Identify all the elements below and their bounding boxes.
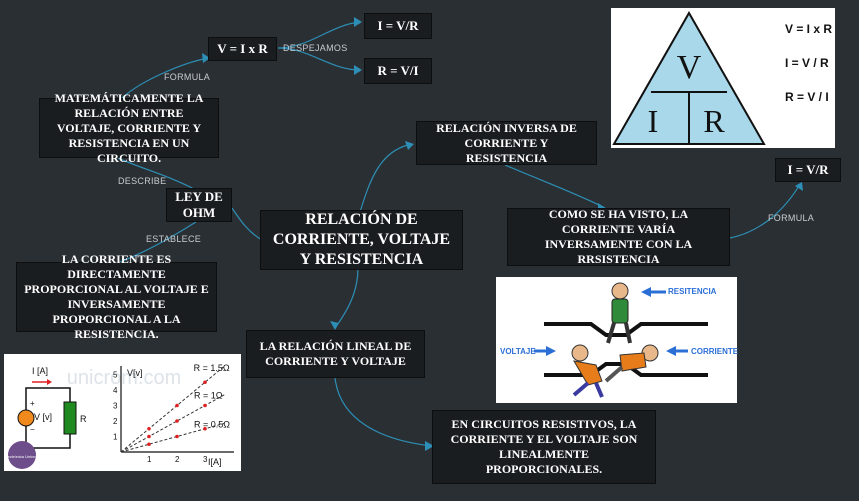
formula-right-node[interactable]: I = V/R (775, 158, 841, 182)
minus-sign: − (30, 425, 35, 434)
y-axis-label: V[v] (127, 368, 143, 378)
matematica-node[interactable]: MATEMÁTICAMENTE LA RELACIÓN ENTRE VOLTAJ… (39, 91, 219, 165)
ohm-triangle-graphic: V I R (612, 10, 766, 145)
resistor-label: R (80, 414, 87, 424)
como-visto-node[interactable]: COMO SE HA VISTO, LA CORRIENTE VARÍA INV… (507, 207, 730, 266)
central-node[interactable]: RELACIÓN DE CORRIENTE, VOLTAJE Y RESISTE… (260, 210, 463, 270)
series-label: R = 1Ω (194, 391, 223, 401)
label-corriente: CORRIENTE (691, 347, 739, 356)
watermark-text: unicrom.com (67, 367, 181, 389)
connector-inversa-como (504, 164, 606, 209)
cartoon-panel: RESITENCIA VOLTAJE CORRIENTE (496, 277, 739, 403)
series-label: R = 1.5Ω (194, 363, 230, 373)
circuitos-node[interactable]: EN CIRCUITOS RESISTIVOS, LA CORRIENTE Y … (432, 410, 656, 484)
data-point (175, 419, 179, 423)
vi-graph: unicrom.com I [A] V [v] R + − Electrónic… (4, 363, 234, 469)
edge-label-formula-2: FORMULA (768, 213, 815, 223)
connector-ley-corriente (119, 221, 197, 263)
series-label: R = 0.5Ω (194, 419, 230, 429)
triangle-v-letter: V (677, 49, 702, 86)
triangle-formula-3: R = V / I (785, 90, 829, 104)
corriente-directa-node[interactable]: LA CORRIENTE ES DIRECTAMENTE PROPORCIONA… (16, 252, 217, 341)
circuit-diagram: I [A] V [v] R + − (17, 366, 87, 449)
y-tick-label: 1 (113, 433, 118, 442)
series-line (120, 422, 225, 453)
y-tick-label: 2 (113, 417, 118, 426)
connector-central-ley (231, 207, 263, 241)
edge-label-formula: FORMULA (164, 72, 211, 82)
edge-label-describe: DESCRIBE (118, 176, 167, 186)
x-tick-label: 1 (147, 455, 152, 464)
y-tick-label: 5 (113, 371, 118, 380)
voltage-source (17, 409, 35, 427)
x-tick-label: 3 (203, 455, 208, 464)
triangle-formula-2: I = V / R (785, 56, 829, 70)
edge-label-establece: ESTABLECE (146, 234, 202, 244)
connector-como-formula (729, 183, 801, 239)
series-line (120, 366, 224, 453)
connector-lineal-circuitos (334, 377, 433, 447)
edge-label-despejamos: DESPEJAMOS (283, 43, 348, 53)
data-point (175, 403, 179, 408)
logo-text: Electrónica Unicrom (4, 454, 40, 459)
despeje-r-node[interactable]: R = V/I (364, 58, 432, 84)
inversa-node[interactable]: RELACIÓN INVERSA DE CORRIENTE Y RESISTEN… (416, 121, 597, 165)
data-point (203, 403, 207, 408)
connector-ley-matematica (117, 157, 197, 191)
plus-sign: + (30, 399, 35, 408)
triangle-i-letter: I (648, 103, 659, 139)
connector-matematica-formula (119, 57, 211, 101)
connector-central-lineal (334, 267, 359, 329)
lineal-node[interactable]: LA RELACIÓN LINEAL DE CORRIENTE Y VOLTAJ… (246, 330, 425, 378)
connector-central-inversa (359, 143, 413, 213)
triangle-formula-1: V = I x R (785, 22, 833, 36)
data-point (203, 380, 207, 385)
resistor-symbol (63, 401, 77, 435)
cartoon-illustration (534, 282, 708, 398)
connector-formula-i (277, 21, 361, 49)
data-point (147, 434, 151, 439)
x-axis-label: I[A] (208, 457, 222, 467)
despeje-i-node[interactable]: I = V/R (364, 13, 432, 39)
y-tick-label: 4 (113, 386, 118, 395)
label-voltaje: VOLTAJE (500, 347, 536, 356)
data-point (175, 434, 179, 439)
x-tick-label: 2 (175, 455, 180, 464)
voltage-label: V [v] (34, 412, 52, 422)
connector-formula-r (277, 47, 361, 71)
current-label: I [A] (32, 366, 48, 376)
label-resistencia: RESITENCIA (668, 287, 717, 296)
logo-badge (8, 441, 36, 469)
ley-ohm-node[interactable]: LEY DE OHM (166, 188, 232, 222)
formula-node[interactable]: V = I x R (208, 37, 277, 61)
data-point (203, 426, 207, 431)
data-point (147, 426, 151, 431)
y-tick-label: 3 (113, 402, 118, 411)
ohm-triangle-panel: V I R V = I x R I = V / R R = V / I (611, 8, 835, 148)
graph-panel: unicrom.com I [A] V [v] R + − Electrónic… (4, 354, 241, 471)
data-point (147, 442, 151, 447)
triangle-r-letter: R (703, 103, 725, 139)
